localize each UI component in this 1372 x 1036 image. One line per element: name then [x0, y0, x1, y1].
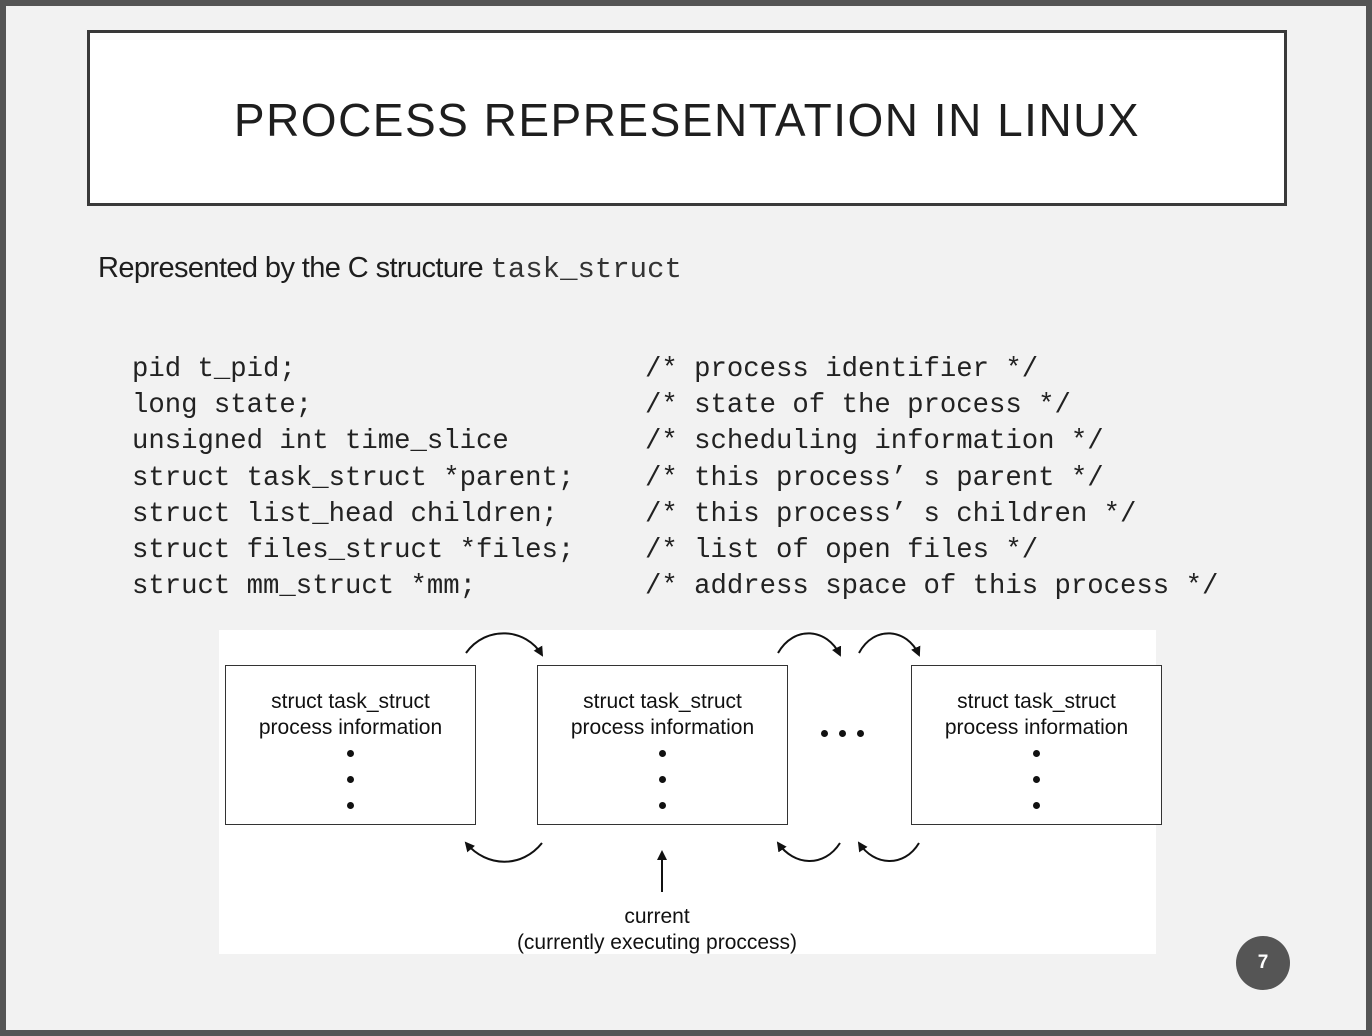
- ellipsis-dot: [347, 750, 354, 757]
- code-decl: struct mm_struct *mm;: [132, 571, 476, 603]
- current-label: current: [624, 905, 690, 928]
- ellipsis-dot: [1033, 776, 1040, 783]
- ellipsis-dot: [821, 730, 828, 737]
- node-label-info: process information: [570, 716, 755, 739]
- ellipsis-dot: [347, 776, 354, 783]
- ellipsis-dot: [839, 730, 846, 737]
- slide-title: PROCESS REPRESENTATION IN LINUX: [233, 94, 1141, 146]
- next-arrow: [465, 632, 544, 657]
- node-label-info: process information: [944, 716, 1129, 739]
- diagram-arrows: [464, 632, 921, 892]
- task-struct-node-current: struct task_struct process information: [537, 665, 788, 825]
- code-comment: /* address space of this process */: [645, 571, 1219, 603]
- subtitle-text: Represented by the C structure: [98, 252, 491, 284]
- ellipsis-dot: [659, 776, 666, 783]
- next-arrow: [777, 632, 842, 657]
- code-line: struct list_head children; /* this proces…: [132, 497, 1136, 533]
- code-line: struct mm_struct *mm; /* address space of…: [132, 569, 1218, 605]
- subtitle: Represented by the C structure task_stru…: [98, 252, 682, 286]
- task-struct-node: struct task_struct process information: [225, 665, 476, 825]
- ellipsis-dot: [659, 802, 666, 809]
- code-line: unsigned int time_slice /* scheduling inf…: [132, 424, 1104, 460]
- node-label-struct: struct task_struct: [583, 690, 742, 713]
- prev-arrow: [776, 841, 841, 862]
- node-label-struct: struct task_struct: [957, 690, 1116, 713]
- node-label-info: process information: [258, 716, 443, 739]
- code-comment: /* process identifier */: [645, 354, 1039, 385]
- code-decl: pid t_pid;: [132, 354, 296, 385]
- subtitle-code: task_struct: [490, 253, 682, 286]
- prev-arrow: [857, 841, 920, 862]
- prev-arrow: [464, 841, 543, 863]
- code-line: struct task_struct *parent; /* this proce…: [132, 461, 1104, 497]
- ellipsis-dot: [857, 730, 864, 737]
- code-block: pid t_pid; /* process identifier */ long …: [132, 352, 1218, 605]
- code-line: long state; /* state of the process */: [132, 388, 1071, 424]
- code-comment: /* this process’ s children */: [645, 498, 1137, 530]
- code-decl: struct task_struct *parent;: [132, 462, 575, 494]
- code-line: struct files_struct *files; /* list of op…: [132, 533, 1038, 569]
- code-decl: unsigned int time_slice: [132, 426, 509, 458]
- ellipsis-dot: [1033, 802, 1040, 809]
- code-comment: /* state of the process */: [645, 390, 1071, 422]
- task-struct-node: struct task_struct process information: [911, 665, 1162, 825]
- current-pointer-label: current (currently executing proccess): [487, 904, 827, 956]
- code-decl: long state;: [132, 390, 313, 422]
- code-decl: struct list_head children;: [132, 498, 558, 530]
- code-line: pid t_pid; /* process identifier */: [132, 352, 1038, 388]
- list-continuation-dots: [817, 730, 873, 740]
- node-label-struct: struct task_struct: [271, 690, 430, 713]
- current-label-description: (currently executing proccess): [516, 931, 798, 954]
- linked-list-diagram: struct task_struct process information s…: [219, 630, 1162, 956]
- code-decl: struct files_struct *files;: [132, 534, 575, 566]
- title-box: PROCESS REPRESENTATION IN LINUX: [87, 30, 1287, 206]
- code-comment: /* list of open files */: [645, 534, 1039, 566]
- ellipsis-dot: [1033, 750, 1040, 757]
- code-comment: /* this process’ s parent */: [645, 462, 1104, 494]
- page-number-badge: 7: [1236, 936, 1290, 990]
- ellipsis-dot: [659, 750, 666, 757]
- next-arrow: [858, 632, 921, 657]
- ellipsis-dot: [347, 802, 354, 809]
- code-comment: /* scheduling information */: [645, 426, 1104, 458]
